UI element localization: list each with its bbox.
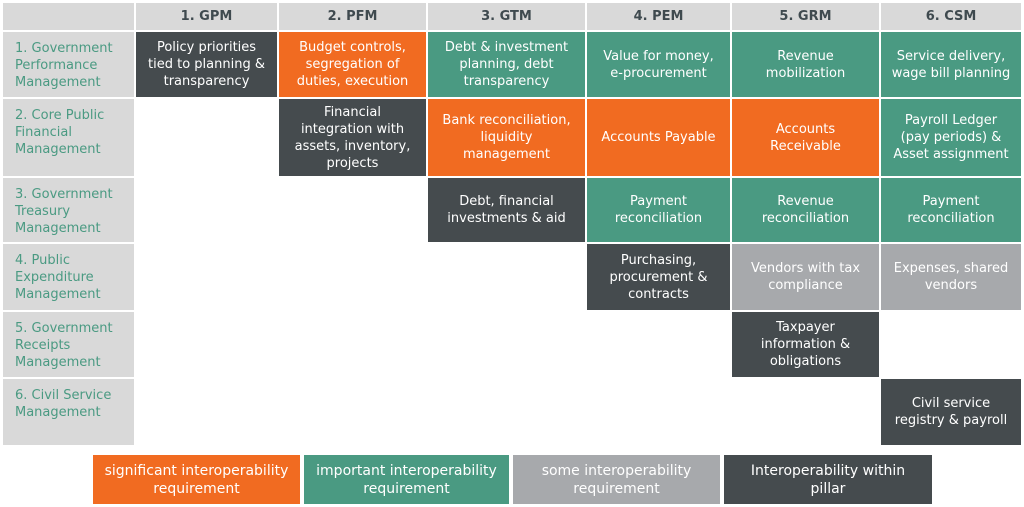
legend-item-text: some interoperability requirement (541, 462, 692, 497)
row-label-text: 5. Government Receipts Management (15, 321, 113, 370)
matrix-cell: Vendors with tax compliance (732, 244, 879, 310)
row-label: 3. Government Treasury Management (3, 178, 134, 242)
matrix-cell: Taxpayer information & obligations (732, 312, 879, 377)
matrix-cell: Civil service registry & payroll (881, 379, 1021, 445)
column-header-text: 6. CSM (925, 9, 977, 24)
matrix-cell: Policy priorities tied to planning & tra… (136, 32, 277, 97)
matrix-cell: Accounts Receivable (732, 99, 879, 176)
matrix-cell-text: Taxpayer information & obligations (760, 320, 851, 369)
column-header-text: 3. GTM (481, 9, 532, 24)
row-label-text: 1. Government Performance Management (15, 41, 113, 90)
matrix-cell-text: Bank reconciliation, liquidity managemen… (442, 113, 571, 162)
column-header: 3. GTM (428, 3, 585, 30)
matrix-cell-text: Civil service registry & payroll (894, 396, 1008, 428)
matrix-cell-text: Financial integration with assets, inven… (294, 104, 411, 171)
matrix-cell: Debt, financial investments & aid (428, 178, 585, 242)
row-label: 4. Public Expenditure Management (3, 244, 134, 310)
row-label-text: 2. Core Public Financial Management (15, 108, 105, 157)
matrix-cell: Debt & investment planning, debt transpa… (428, 32, 585, 97)
matrix-cell: Payment reconciliation (587, 178, 730, 242)
matrix-cell: Expenses, shared vendors (881, 244, 1021, 310)
matrix-cell-text: Revenue mobilization (765, 48, 846, 81)
matrix-cell-text: Revenue reconciliation (761, 194, 850, 226)
matrix-cell-text: Vendors with tax compliance (750, 261, 861, 293)
legend-item: some interoperability requirement (513, 455, 720, 504)
matrix-cell-text: Payment reconciliation (614, 194, 703, 226)
matrix-cell: Budget controls, segregation of duties, … (279, 32, 426, 97)
legend-item: important interoperability requirement (304, 455, 509, 504)
matrix-cell: Bank reconciliation, liquidity managemen… (428, 99, 585, 176)
column-header-text: 5. GRM (779, 9, 832, 24)
legend-item: Interoperability within pillar (724, 455, 932, 504)
column-header-text: 1. GPM (180, 9, 233, 24)
row-label: 5. Government Receipts Management (3, 312, 134, 377)
row-label: 6. Civil Service Management (3, 379, 134, 445)
matrix-cell-text: Service delivery, wage bill planning (891, 48, 1011, 81)
row-label: 2. Core Public Financial Management (3, 99, 134, 176)
matrix-cell-text: Debt & investment planning, debt transpa… (444, 40, 569, 89)
matrix-cell: Service delivery, wage bill planning (881, 32, 1021, 97)
matrix-cell: Payment reconciliation (881, 178, 1021, 242)
row-label: 1. Government Performance Management (3, 32, 134, 97)
matrix-cell-text: Accounts Payable (601, 130, 716, 145)
legend-item: significant interoperability requirement (93, 455, 300, 504)
column-header: 1. GPM (136, 3, 277, 30)
column-header-text: 4. PEM (633, 9, 684, 24)
matrix-cell: Revenue mobilization (732, 32, 879, 97)
column-header: 5. GRM (732, 3, 879, 30)
legend-item-text: Interoperability within pillar (750, 462, 906, 497)
matrix-cell: Revenue reconciliation (732, 178, 879, 242)
matrix-cell: Accounts Payable (587, 99, 730, 176)
column-header: 6. CSM (881, 3, 1021, 30)
column-header: 4. PEM (587, 3, 730, 30)
matrix-cell-text: Budget controls, segregation of duties, … (296, 40, 409, 89)
matrix-cell-text: Debt, financial investments & aid (447, 194, 566, 226)
legend-item-text: important interoperability requirement (316, 462, 497, 497)
column-header: 2. PFM (279, 3, 426, 30)
matrix-cell-text: Accounts Receivable (770, 121, 841, 154)
matrix-cell: Payroll Ledger (pay periods) & Asset ass… (881, 99, 1021, 176)
row-label-text: 3. Government Treasury Management (15, 187, 113, 236)
matrix-cell: Purchasing, procurement & contracts (587, 244, 730, 310)
matrix-cell-text: Value for money, e-procurement (603, 48, 714, 81)
row-label-text: 4. Public Expenditure Management (15, 253, 101, 302)
matrix-cell: Financial integration with assets, inven… (279, 99, 426, 176)
header-corner (3, 3, 134, 30)
row-label-text: 6. Civil Service Management (15, 388, 112, 420)
matrix-cell-text: Payment reconciliation (907, 194, 995, 226)
legend-item-text: significant interoperability requirement (104, 462, 289, 497)
matrix-cell-text: Expenses, shared vendors (893, 261, 1009, 293)
matrix-cell-text: Policy priorities tied to planning & tra… (148, 40, 265, 89)
column-header-text: 2. PFM (327, 9, 378, 24)
matrix-cell: Value for money, e-procurement (587, 32, 730, 97)
matrix-cell-text: Payroll Ledger (pay periods) & Asset ass… (893, 113, 1009, 162)
matrix-cell-text: Purchasing, procurement & contracts (609, 252, 708, 302)
